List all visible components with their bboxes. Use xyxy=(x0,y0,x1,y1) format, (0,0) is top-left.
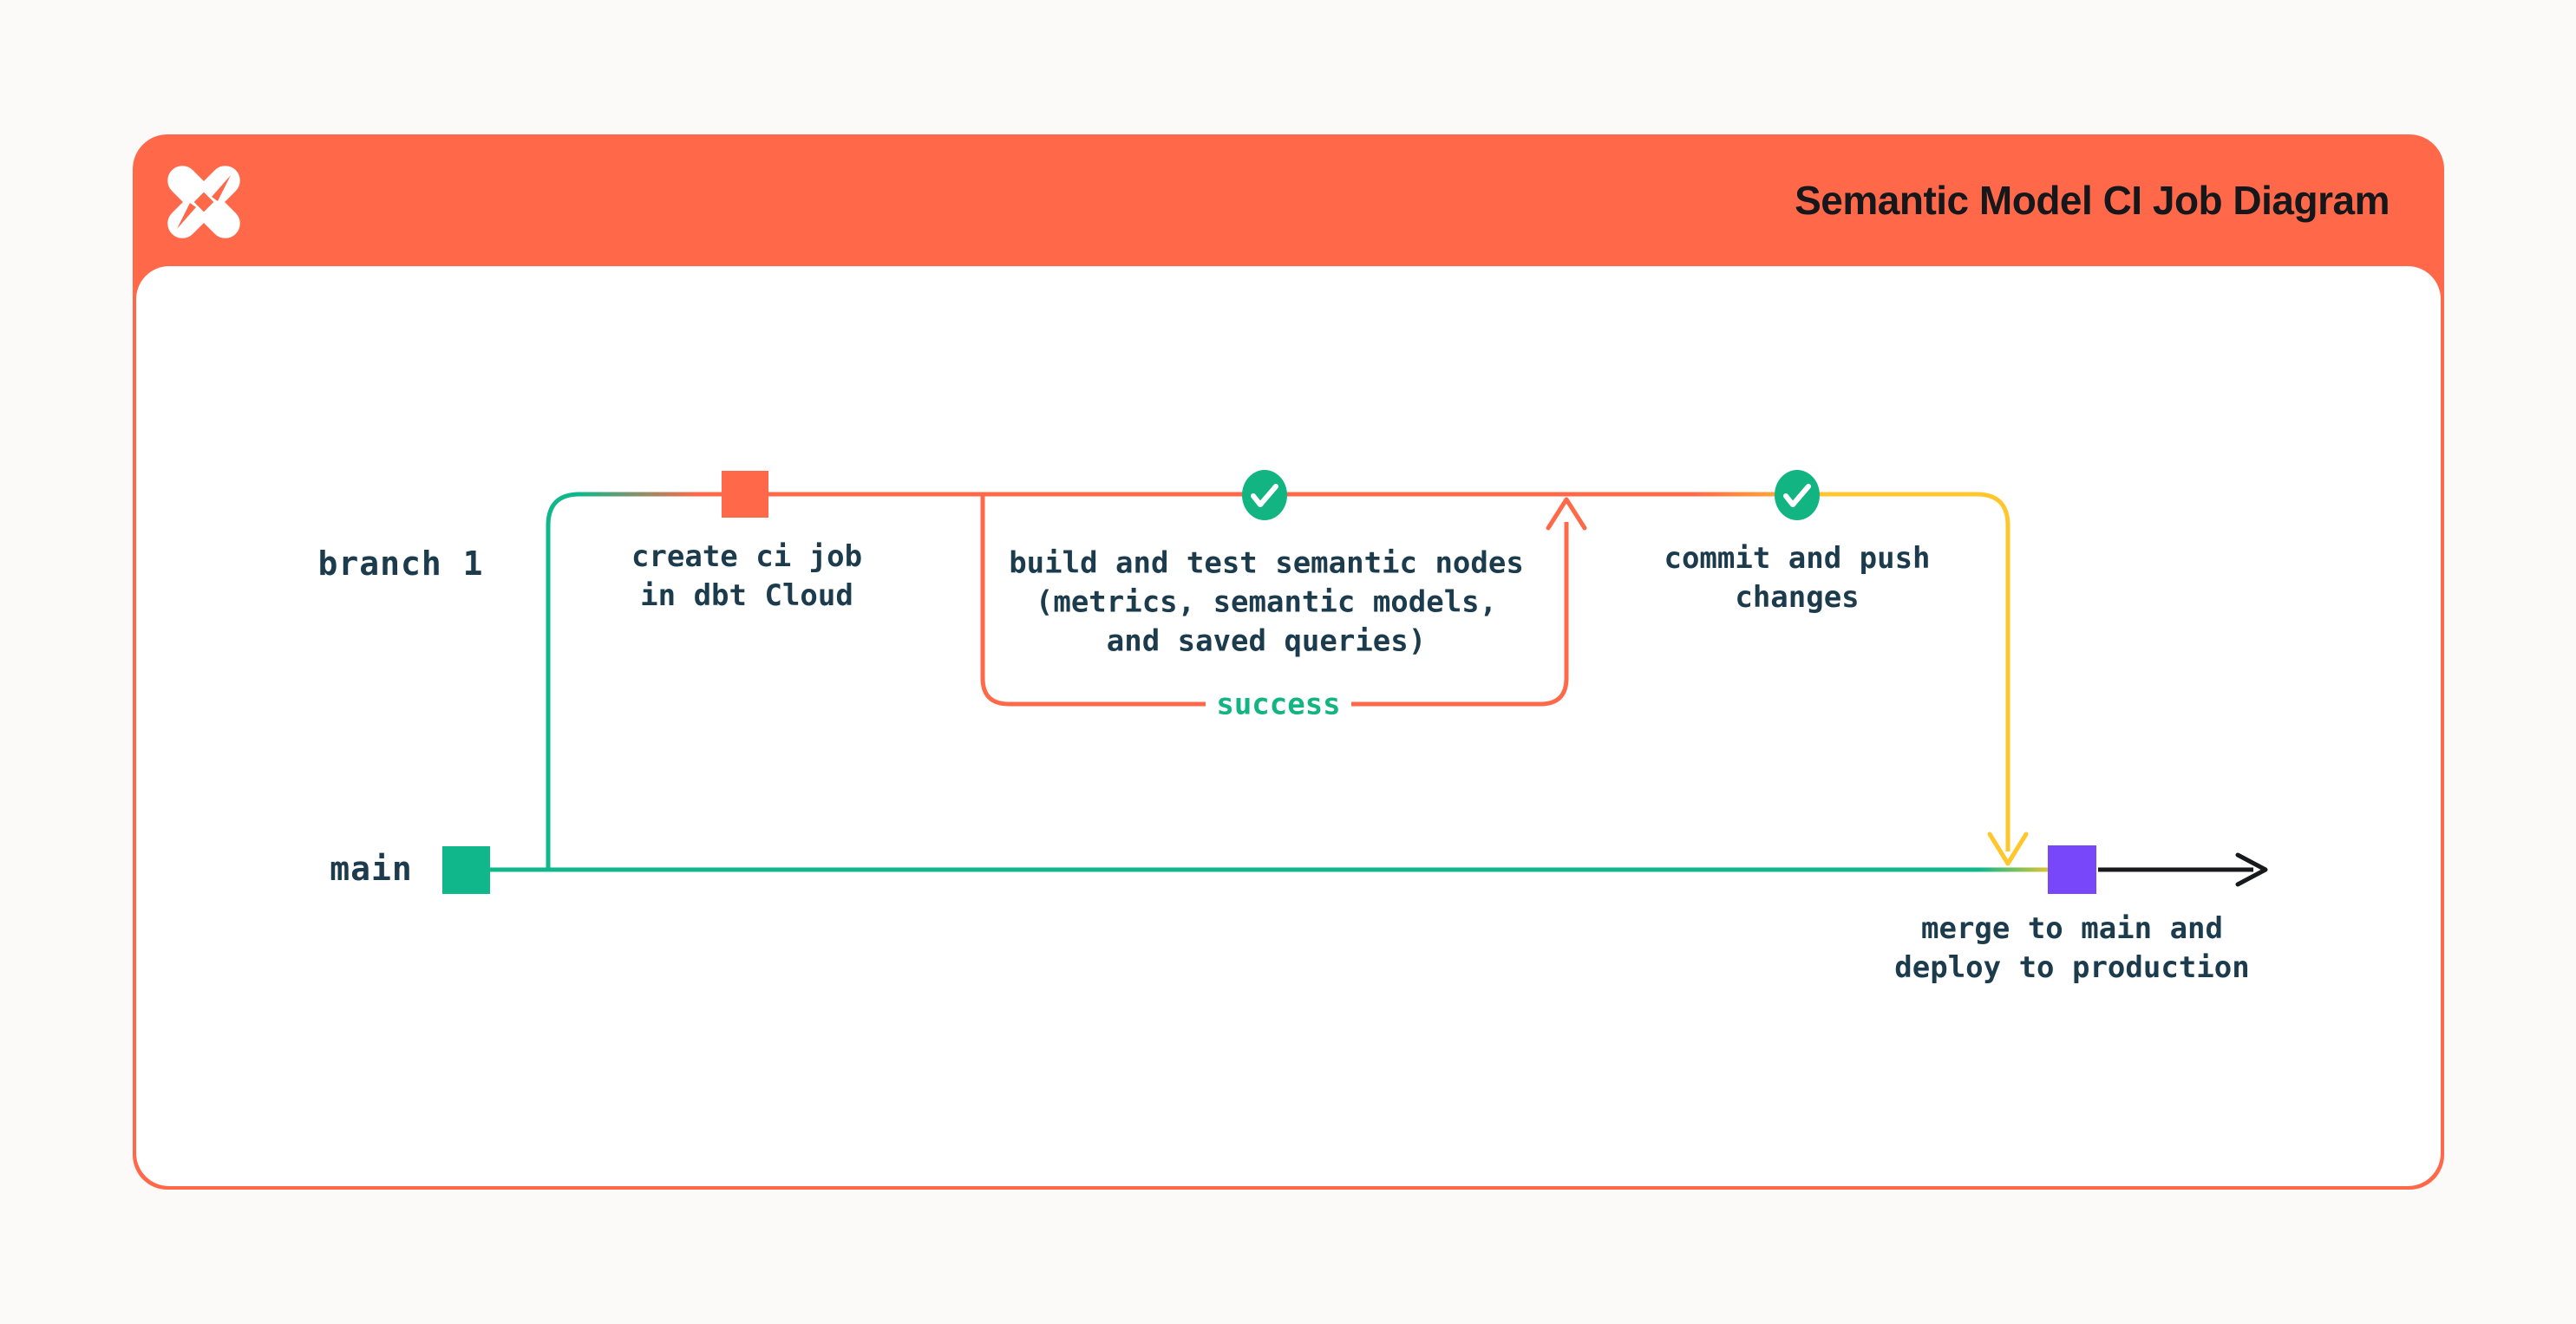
logo-notch-sw xyxy=(177,203,196,229)
logo-notch-ne xyxy=(212,175,231,201)
node-label-create-ci: create ci job in dbt Cloud xyxy=(631,539,863,613)
header-bar: Semantic Model CI Job Diagram xyxy=(133,134,2444,266)
dbt-logo-icon xyxy=(167,166,240,238)
node-label-merge-deploy: merge to main and deploy to production xyxy=(1894,911,2250,985)
node-label-build-test: build and test semantic nodes (metrics, … xyxy=(1009,545,1524,659)
page-title: Semantic Model CI Job Diagram xyxy=(1795,178,2390,223)
branch1-label: branch 1 xyxy=(317,544,484,583)
main-label: main xyxy=(330,849,413,888)
success-label: success xyxy=(1216,687,1341,722)
node-label-commit-push: commit and push changes xyxy=(1664,541,1931,615)
diagram-canvas xyxy=(136,266,2441,1186)
diagram-card: Semantic Model CI Job Diagram xyxy=(133,134,2444,1190)
